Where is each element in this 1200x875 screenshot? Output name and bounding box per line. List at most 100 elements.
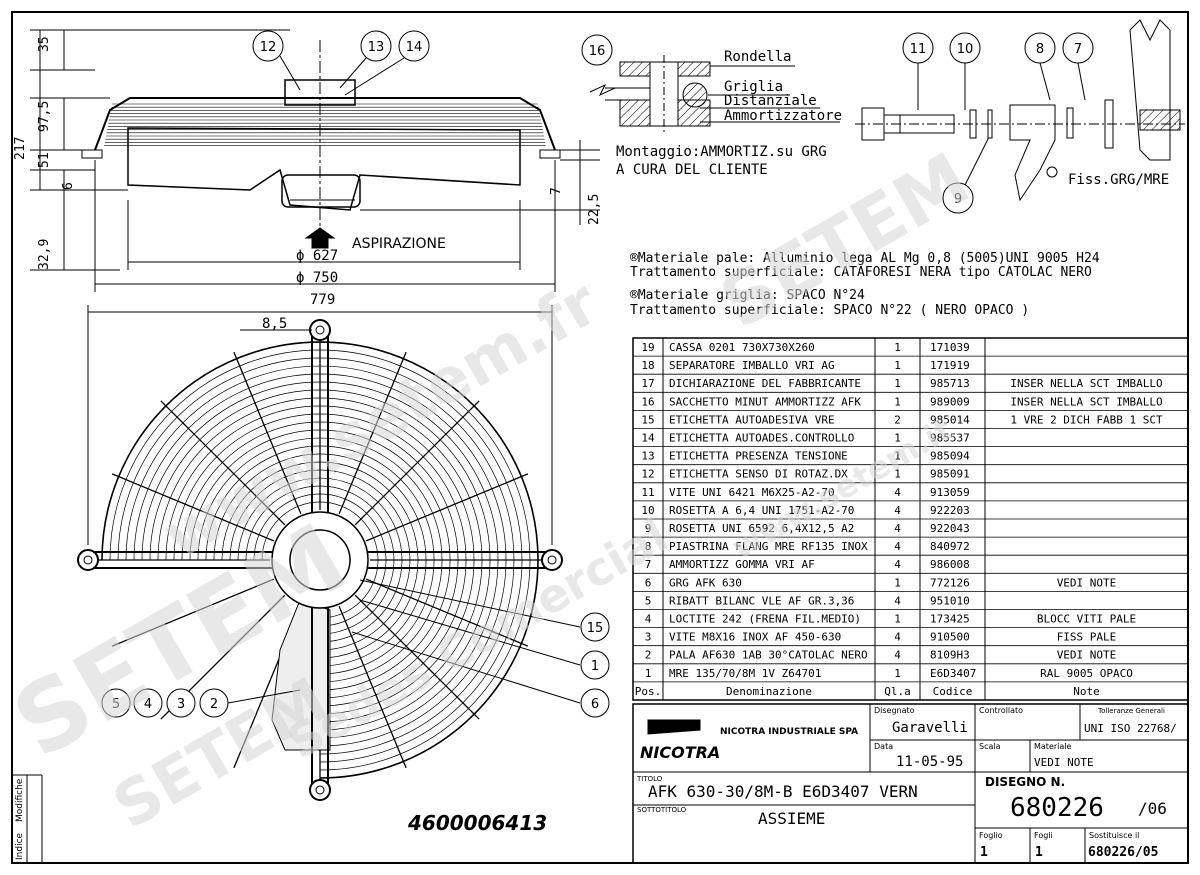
parts-cell-pos: 11 bbox=[641, 486, 654, 499]
parts-cell-qty: 4 bbox=[894, 504, 901, 517]
parts-cell-description: ROSETTA A 6,4 UNI 1751-A2-70 bbox=[669, 504, 854, 517]
balloon-13: 13 bbox=[368, 40, 385, 55]
parts-cell-pos: 5 bbox=[645, 594, 652, 607]
balloon-9: 9 bbox=[954, 192, 962, 207]
balloon-6: 6 bbox=[591, 697, 599, 712]
parts-cell-description: VITE M8X16 INOX AF 450-630 bbox=[669, 631, 841, 644]
tolerance-value: UNI ISO 22768/ bbox=[1084, 722, 1177, 735]
parts-cell-qty: 1 bbox=[894, 395, 901, 408]
replaces-value: 680226/05 bbox=[1088, 845, 1158, 860]
balloon-14: 14 bbox=[406, 40, 423, 55]
parts-cell-code: 985091 bbox=[930, 468, 970, 481]
parts-cell-pos: 17 bbox=[641, 377, 654, 390]
dim-32-9: 32,9 bbox=[37, 239, 52, 270]
parts-cell-qty: 4 bbox=[894, 594, 901, 607]
parts-cell-description: ETICHETTA AUTOADESIVA VRE bbox=[669, 413, 835, 426]
left-dimensions bbox=[30, 29, 600, 292]
material-note-1: ®Materiale pale: Alluminio lega AL Mg 0,… bbox=[630, 251, 1100, 266]
part-number: 4600006413 bbox=[407, 811, 547, 835]
parts-cell-code: 985537 bbox=[930, 432, 970, 445]
parts-cell-description: GRG AFK 630 bbox=[669, 576, 742, 589]
parts-cell-qty: 4 bbox=[894, 649, 901, 662]
parts-header-4: Note bbox=[1073, 685, 1100, 698]
parts-cell-qty: 4 bbox=[894, 486, 901, 499]
sheets-label: Fogli bbox=[1034, 831, 1053, 840]
parts-cell-description: ROSETTA UNI 6592 6,4X12,5 A2 bbox=[669, 522, 854, 535]
drawing-title: AFK 630-30/8M-B E6D3407 VERN bbox=[648, 782, 918, 801]
parts-cell-pos: 1 bbox=[645, 667, 652, 680]
checked-label: Controllato bbox=[979, 706, 1023, 715]
parts-cell-pos: 2 bbox=[645, 649, 652, 662]
parts-cell-qty: 4 bbox=[894, 558, 901, 571]
dim-8-5: 8,5 bbox=[262, 316, 287, 332]
company-name: NICOTRA INDUSTRIALE SPA bbox=[720, 727, 858, 737]
parts-cell-code: 913059 bbox=[930, 486, 970, 499]
dim-7: 7 bbox=[549, 187, 564, 195]
parts-cell-description: PALA AF630 1AB 30°CATOLAC NERO bbox=[669, 649, 868, 662]
mount-detail bbox=[581, 34, 840, 135]
parts-cell-code: 772126 bbox=[930, 576, 970, 589]
side-label-indice: Indice bbox=[15, 832, 25, 860]
parts-cell-description: ETICHETTA PRESENZA TENSIONE bbox=[669, 450, 848, 463]
parts-cell-qty: 1 bbox=[894, 432, 901, 445]
drawing-date: 11-05-95 bbox=[896, 754, 963, 770]
parts-cell-pos: 6 bbox=[645, 576, 652, 589]
parts-cell-qty: 1 bbox=[894, 377, 901, 390]
parts-cell-qty: 4 bbox=[894, 522, 901, 535]
parts-cell-description: RIBATT BILANC VLE AF GR.3,36 bbox=[669, 594, 854, 607]
dim-627: ϕ 627 bbox=[296, 248, 338, 264]
parts-cell-code: 989009 bbox=[930, 395, 970, 408]
parts-cell-qty: 4 bbox=[894, 540, 901, 553]
replaces-label: Sostituisce il bbox=[1089, 831, 1139, 840]
scale-label: Scala bbox=[979, 742, 1001, 751]
parts-cell-qty: 1 bbox=[894, 576, 901, 589]
detail-label-griglia: Griglia bbox=[724, 79, 783, 95]
parts-cell-code: 985713 bbox=[930, 377, 970, 390]
mounting-note-line1: Montaggio:AMMORTIZ.su GRG bbox=[616, 144, 827, 160]
parts-cell-description: PIASTRINA FLANG MRE RF135 INOX bbox=[669, 540, 868, 553]
detail-label-rondella: Rondella bbox=[724, 49, 791, 65]
parts-cell-pos: 7 bbox=[645, 558, 652, 571]
parts-cell-pos: 16 bbox=[641, 395, 654, 408]
parts-header-3: Codice bbox=[933, 685, 973, 698]
parts-cell-note: BLOCC VITI PALE bbox=[1037, 613, 1136, 626]
balloon-group-top bbox=[252, 30, 430, 96]
parts-cell-pos: 3 bbox=[645, 631, 652, 644]
parts-cell-pos: 18 bbox=[641, 359, 654, 372]
parts-cell-qty: 1 bbox=[894, 359, 901, 372]
parts-cell-note: INSER NELLA SCT IMBALLO bbox=[1010, 395, 1162, 408]
parts-cell-code: 171919 bbox=[930, 359, 970, 372]
parts-cell-code: 922203 bbox=[930, 504, 970, 517]
parts-cell-pos: 12 bbox=[641, 468, 654, 481]
parts-cell-code: 985014 bbox=[930, 413, 970, 426]
balloon-16: 16 bbox=[589, 44, 606, 59]
exploded-fixing bbox=[855, 19, 1185, 214]
parts-cell-code: 173425 bbox=[930, 613, 970, 626]
company-logo: NICOTRA bbox=[640, 743, 720, 762]
flow-label: ASPIRAZIONE bbox=[352, 236, 446, 252]
balloon-2: 2 bbox=[210, 697, 218, 712]
drawing-subtitle: ASSIEME bbox=[758, 809, 825, 828]
parts-header-2: Ql.a bbox=[884, 685, 911, 698]
balloon-1: 1 bbox=[591, 659, 599, 674]
balloon-7: 7 bbox=[1074, 42, 1082, 57]
mounting-note-line2: A CURA DEL CLIENTE bbox=[616, 162, 768, 178]
drawing-revision: /06 bbox=[1138, 799, 1167, 818]
parts-cell-description: ETICHETTA AUTOADES.CONTROLLO bbox=[669, 432, 854, 445]
parts-cell-qty: 2 bbox=[894, 413, 901, 426]
parts-cell-code: 910500 bbox=[930, 631, 970, 644]
balloon-4: 4 bbox=[144, 697, 152, 712]
parts-cell-pos: 10 bbox=[641, 504, 654, 517]
dim-6: 6 bbox=[61, 182, 76, 190]
parts-cell-note: VEDI NOTE bbox=[1057, 576, 1117, 589]
dim-22-5: 22,5 bbox=[587, 194, 602, 225]
parts-cell-description: CASSA 0201 730X730X260 bbox=[669, 341, 815, 354]
dim-51: 51 bbox=[37, 152, 52, 168]
parts-cell-description: ETICHETTA SENSO DI ROTAZ.DX bbox=[669, 468, 848, 481]
dim-779: 779 bbox=[310, 292, 335, 308]
side-view bbox=[81, 40, 561, 249]
material-value: VEDI NOTE bbox=[1034, 756, 1094, 769]
front-view bbox=[77, 305, 581, 801]
material-note-3: ®Materiale griglia: SPACO N°24 bbox=[630, 288, 865, 303]
